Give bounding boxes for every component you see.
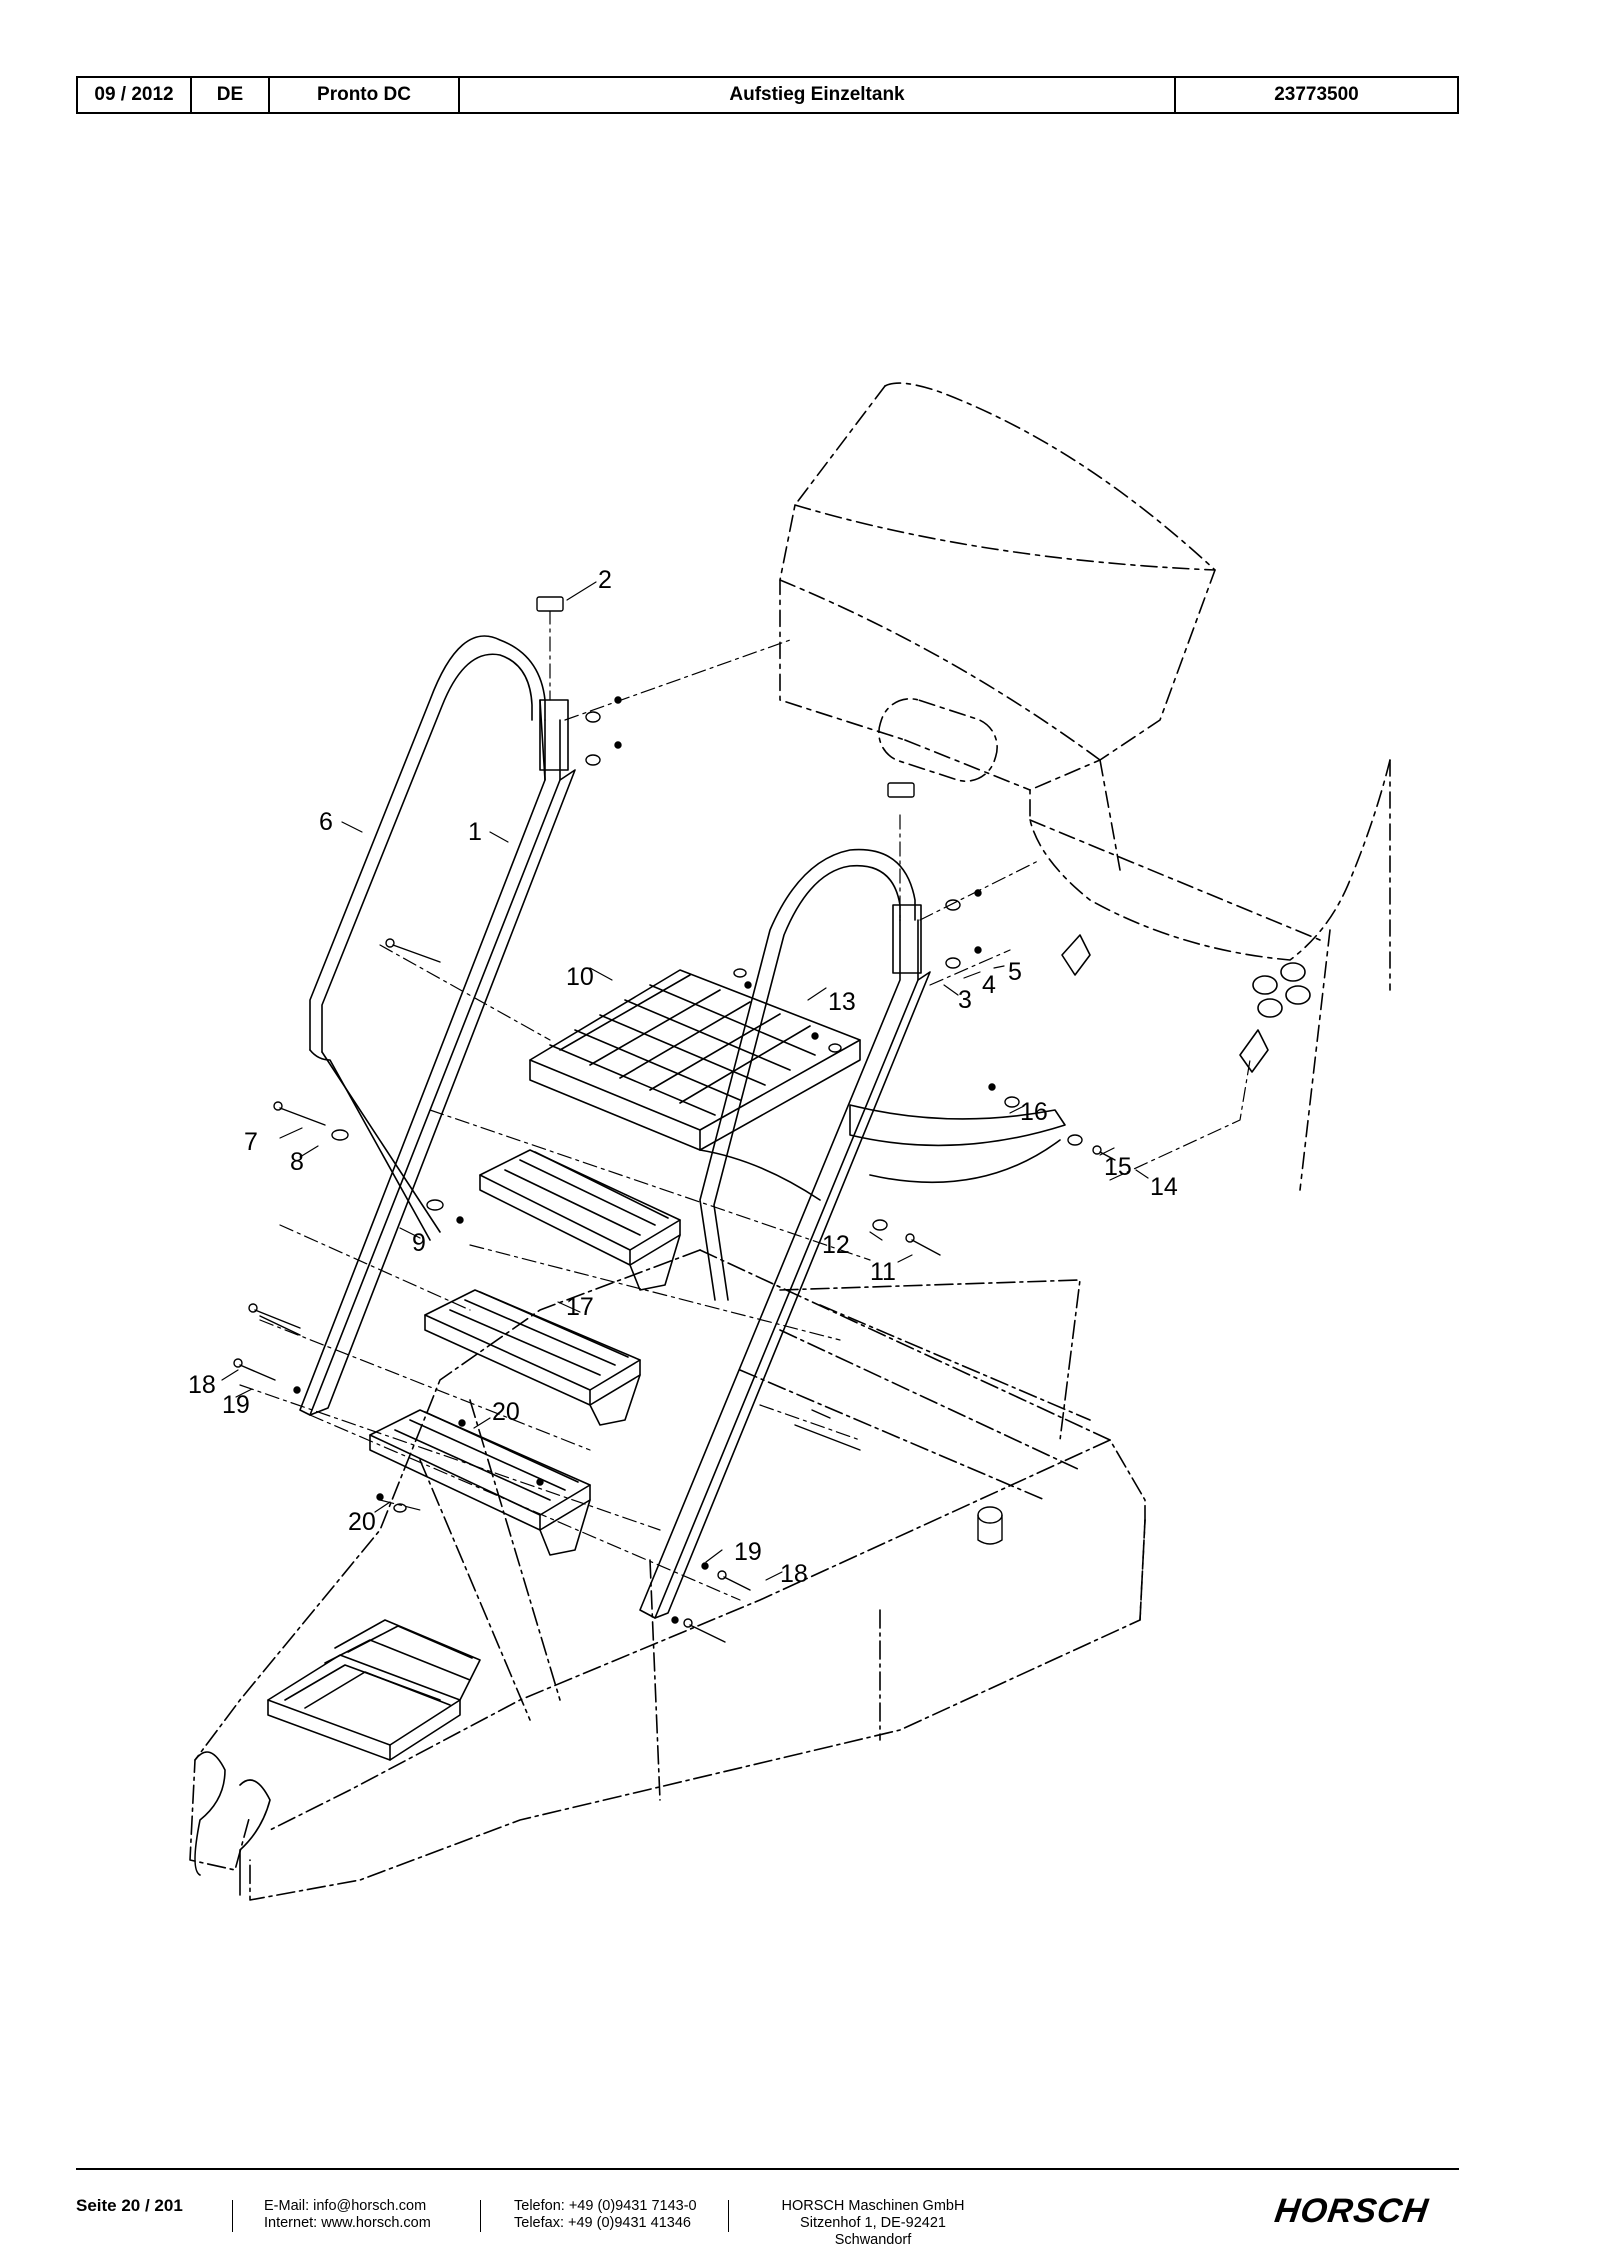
header-part-number: 23773500 (1274, 84, 1359, 105)
callout-4: 4 (982, 971, 996, 999)
callout-10: 10 (566, 963, 594, 991)
drawbar-step (267, 1619, 481, 1761)
left-stile (299, 699, 576, 1416)
header-language: DE (192, 78, 270, 112)
right-handrail (699, 848, 916, 1301)
footer-separator (728, 2200, 729, 2232)
header-title: Aufstieg Einzeltank (460, 78, 1176, 112)
footer-contact-web: E-Mail: info@horsch.com Internet: www.ho… (264, 2198, 431, 2232)
callout-13: 13 (828, 988, 856, 1016)
callout-labels: 1 2 3 4 5 6 7 8 9 10 11 12 13 14 15 16 1… (188, 566, 1178, 1588)
callout-19b: 19 (734, 1538, 762, 1566)
callout-17: 17 (566, 1293, 594, 1321)
footer-company-block: HORSCH Maschinen GmbH Sitzenhof 1, DE-92… (760, 2198, 986, 2249)
tread-lower (369, 1409, 591, 1556)
callout-20b: 20 (348, 1508, 376, 1536)
footer-separator (232, 2200, 233, 2232)
left-handrail (309, 635, 546, 1241)
footer-contact-phone: Telefon: +49 (0)9431 7143-0 Telefax: +49… (514, 2198, 697, 2232)
footer-phone: Telefon: +49 (0)9431 7143-0 (514, 2198, 697, 2214)
tank-outline (779, 382, 1391, 1191)
callout-1: 1 (468, 818, 482, 846)
tread-middle (424, 1289, 641, 1426)
assembly-lines (239, 609, 1251, 1601)
callout-7: 7 (244, 1128, 258, 1156)
footer-email[interactable]: E-Mail: info@horsch.com (264, 2198, 427, 2214)
strut-part (849, 1104, 1066, 1147)
header-table: 09 / 2012 DE Pronto DC Aufstieg Einzelta… (76, 76, 1459, 114)
footer-address: Sitzenhof 1, DE-92421 Schwandorf (800, 2215, 946, 2248)
callout-11: 11 (870, 1258, 896, 1286)
callout-6: 6 (319, 808, 333, 836)
fasteners (233, 596, 1116, 1643)
tread-upper (479, 1149, 681, 1291)
footer-separator (480, 2200, 481, 2232)
callout-5: 5 (1008, 958, 1022, 986)
footer-company: HORSCH Maschinen GmbH (781, 2198, 965, 2214)
callout-18b: 18 (780, 1560, 808, 1588)
callout-16: 16 (1020, 1098, 1048, 1126)
callout-12: 12 (822, 1231, 850, 1259)
header-model: Pronto DC (270, 78, 460, 112)
callout-3: 3 (958, 986, 972, 1014)
footer-internet[interactable]: Internet: www.horsch.com (264, 2215, 431, 2231)
callout-8: 8 (290, 1148, 304, 1176)
callout-18a: 18 (188, 1371, 216, 1399)
callout-2: 2 (598, 566, 612, 594)
callout-19a: 19 (222, 1391, 250, 1419)
callout-20a: 20 (492, 1398, 520, 1426)
callout-14: 14 (1150, 1173, 1178, 1201)
footer-fax: Telefax: +49 (0)9431 41346 (514, 2215, 691, 2231)
callout-9: 9 (412, 1229, 426, 1257)
callout-15: 15 (1104, 1153, 1132, 1181)
horsch-logo: HORSCH (1272, 2192, 1432, 2230)
footer-rule (76, 2168, 1459, 2170)
platform-grating (529, 969, 861, 1201)
leader-lines (221, 581, 1149, 1581)
right-stile (639, 904, 931, 1619)
frame-outline (189, 1249, 1146, 1901)
header-date: 09 / 2012 (78, 78, 192, 112)
page-number: Seite 20 / 201 (76, 2196, 183, 2215)
